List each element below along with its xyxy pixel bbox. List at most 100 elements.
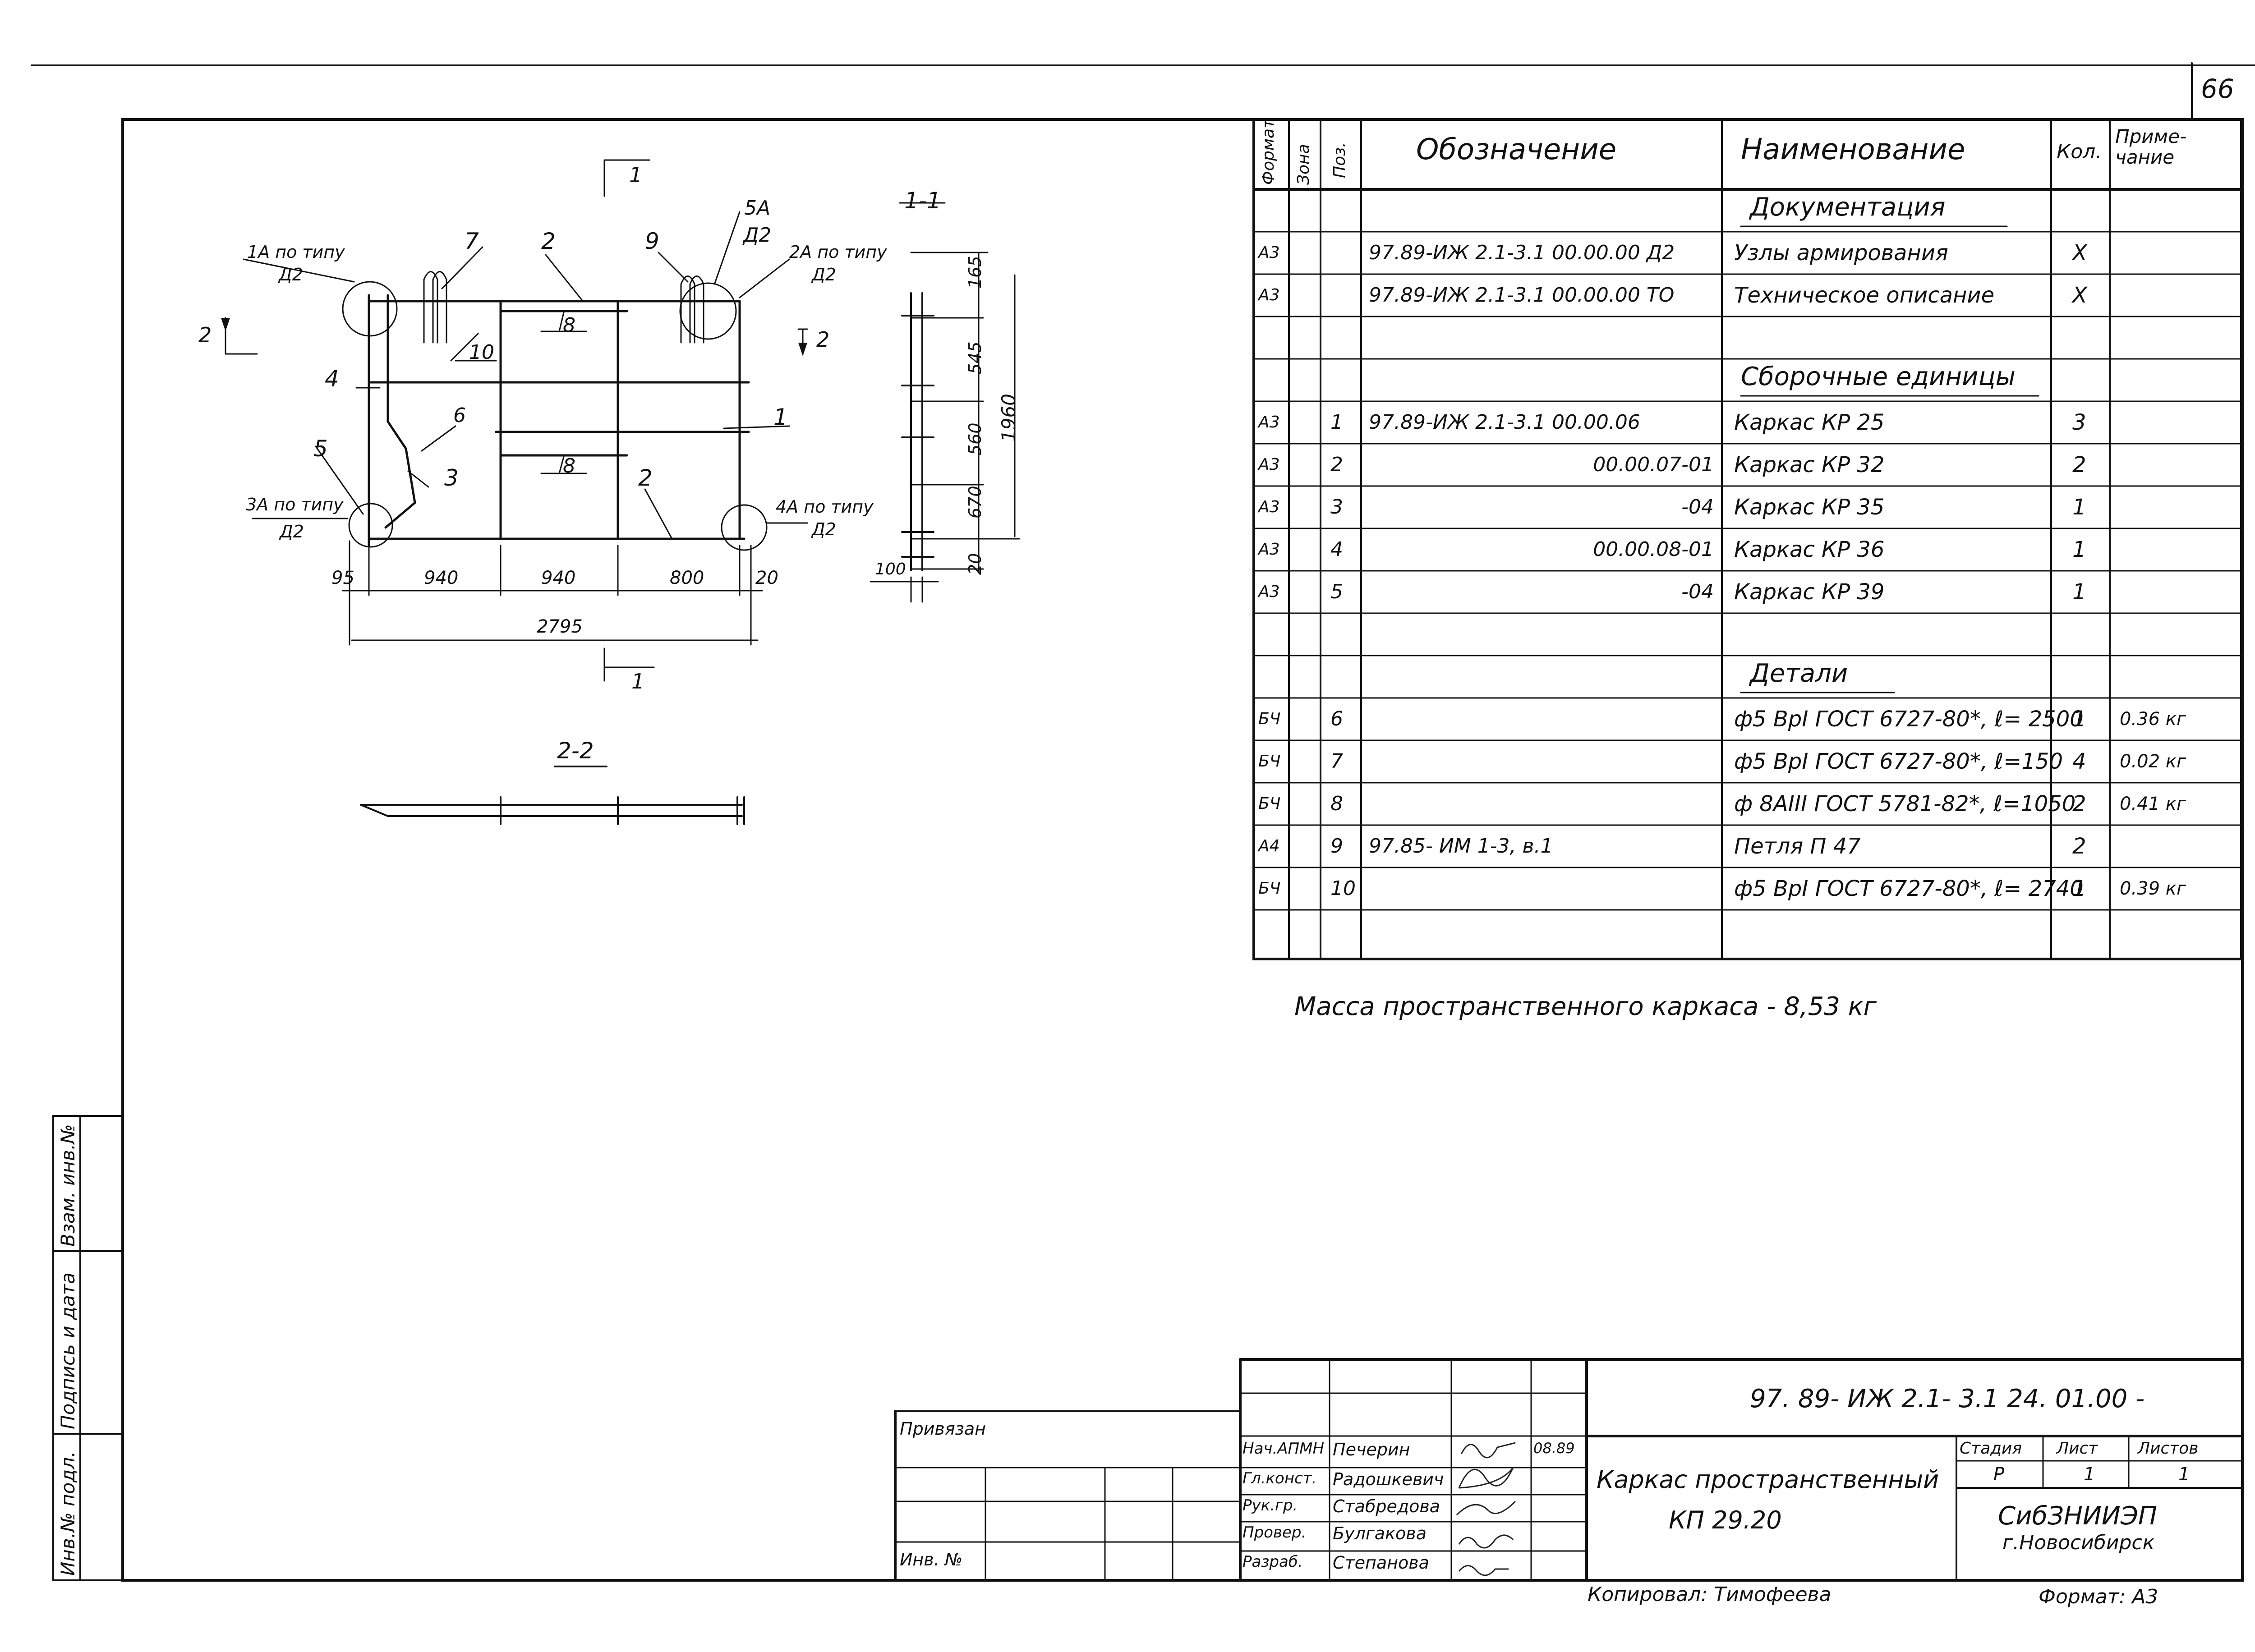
dim-800: 800 (670, 568, 704, 588)
dim-165: 165 (965, 256, 985, 289)
row-qty: 4 (2072, 749, 2086, 774)
dim-545: 545 (965, 341, 985, 374)
row-designation: 97.85- ИМ 1-3, в.1 (1369, 835, 1553, 858)
row-designation: -04 (1681, 496, 1714, 519)
row-qty: 3 (2072, 410, 2086, 435)
pos-2-top: 2 (541, 228, 556, 254)
row-designation: 97.89-ИЖ 2.1-3.1 00.00.00 ТО (1369, 284, 1675, 307)
dim-2795: 2795 (537, 616, 583, 637)
person-name: Степанова (1333, 1553, 1429, 1573)
sheets-label: Листов (2138, 1439, 2199, 1458)
row-name: Каркас КР 25 (1734, 410, 1885, 435)
cut-1-top: 1 (629, 163, 643, 187)
header-format: Формат (1259, 119, 1278, 185)
pos-10: 10 (469, 341, 494, 364)
row-name: ф 8АIII ГОСТ 5781-82*, ℓ=1050 (1734, 791, 2076, 817)
person-name: Печерин (1333, 1440, 1410, 1459)
privyazan-label: Привязан (900, 1419, 986, 1439)
row-note: 0.39 кг (2120, 878, 2186, 899)
org-line1: СибЗНИИЭП (1998, 1501, 2158, 1531)
row-note: 0.02 кг (2120, 751, 2186, 772)
row-pos: 6 (1330, 707, 1343, 730)
pos-3: 3 (444, 465, 459, 491)
person-role: Рук.гр. (1243, 1496, 1298, 1514)
pos-1: 1 (773, 404, 788, 430)
org-line2: г.Новосибирск (2002, 1531, 2155, 1554)
row-format: А3 (1258, 455, 1280, 474)
person-role: Провер. (1243, 1524, 1307, 1542)
stage-value: Р (1993, 1464, 2005, 1485)
row-qty: 1 (2072, 876, 2086, 901)
row-name: Петля П 47 (1734, 834, 1861, 859)
callout-2a: 2А по типу (789, 242, 887, 262)
row-format: А3 (1258, 540, 1280, 559)
sheets-value: 1 (2178, 1464, 2190, 1485)
row-name: Каркас КР 36 (1734, 537, 1885, 562)
row-designation: 97.89-ИЖ 2.1-3.1 00.00.00 Д2 (1369, 241, 1675, 264)
row-qty: 2 (2072, 452, 2086, 477)
cut-1-bottom: 1 (631, 669, 645, 693)
header-name: Наименование (1741, 133, 1965, 166)
header-designation: Обозначение (1416, 133, 1617, 166)
row-format: БЧ (1258, 794, 1281, 813)
row-qty: 2 (2072, 791, 2086, 817)
header-zone: Зона (1294, 144, 1313, 185)
mass-note: Масса пространственного каркаса - 8,53 к… (1294, 992, 1877, 1021)
pos-5: 5 (313, 436, 328, 462)
row-name: Техническое описание (1734, 283, 1995, 308)
person-name: Булгакова (1333, 1524, 1427, 1543)
person-date: 08.89 (1533, 1440, 1575, 1457)
row-format: А3 (1258, 286, 1280, 304)
row-format: А3 (1258, 498, 1280, 516)
row-designation: -04 (1681, 580, 1714, 603)
row-format: А3 (1258, 243, 1280, 262)
row-pos: 4 (1330, 538, 1343, 561)
doc-code: 97. 89- ИЖ 2.1- 3.1 24. 01.00 - (1750, 1384, 2145, 1413)
row-format: БЧ (1258, 710, 1281, 728)
dim-940b: 940 (541, 568, 576, 588)
callout-5a: 5А (744, 197, 771, 220)
row-qty: 2 (2072, 834, 2086, 859)
row-format: БЧ (1258, 879, 1281, 898)
sheet-number: 66 (2201, 73, 2234, 104)
row-note: 0.36 кг (2120, 709, 2186, 730)
dim-1960: 1960 (998, 394, 1020, 442)
person-name: Стабредова (1333, 1496, 1440, 1516)
row-pos: 8 (1330, 792, 1343, 815)
pos-6: 6 (453, 404, 466, 427)
row-qty: 1 (2072, 707, 2086, 732)
dim-20: 20 (755, 568, 778, 588)
row-name: ф5 ВрI ГОСТ 6727-80*, ℓ= 2740 (1734, 876, 2084, 901)
row-name: ф5 ВрI ГОСТ 6727-80*, ℓ= 2500 (1734, 707, 2084, 732)
callout-1a: 1А по типу (247, 242, 345, 262)
row-qty: Х (2072, 283, 2087, 308)
pos-7: 7 (465, 228, 479, 254)
inv-no-label: Инв. № (900, 1550, 963, 1569)
row-pos: 1 (1330, 411, 1343, 434)
row-name: Каркас КР 32 (1734, 452, 1885, 477)
callout-2a-d2: Д2 (812, 265, 836, 285)
row-pos: 9 (1330, 835, 1343, 858)
row-name: ф5 ВрI ГОСТ 6727-80*, ℓ=150 (1734, 749, 2063, 774)
person-name: Радошкевич (1333, 1469, 1444, 1489)
row-name: Каркас КР 35 (1734, 495, 1885, 520)
row-pos: 5 (1330, 580, 1343, 603)
stage-label: Стадия (1960, 1439, 2022, 1458)
title-line1: Каркас пространственный (1597, 1465, 1939, 1494)
pos-8-bottom: 8 (563, 454, 575, 477)
side-stamp-vzam: Взам. инв.№ (57, 1124, 79, 1247)
row-pos: 7 (1330, 750, 1343, 773)
row-format: А4 (1258, 837, 1280, 855)
sheet-format: Формат: А3 (2039, 1585, 2158, 1608)
row-name: Каркас КР 39 (1734, 579, 1885, 605)
row-note: 0.41 кг (2120, 794, 2186, 814)
row-pos: 3 (1330, 496, 1343, 519)
section-1-1-label: 1-1 (904, 188, 941, 214)
row-designation: 97.89-ИЖ 2.1-3.1 00.00.06 (1369, 411, 1640, 434)
sheet-value: 1 (2084, 1464, 2095, 1485)
copied-by: Копировал: Тимофеева (1588, 1583, 1832, 1606)
person-role: Гл.конст. (1243, 1469, 1317, 1487)
sheet-label: Лист (2057, 1439, 2098, 1458)
cut-2-left: 2 (198, 323, 212, 347)
